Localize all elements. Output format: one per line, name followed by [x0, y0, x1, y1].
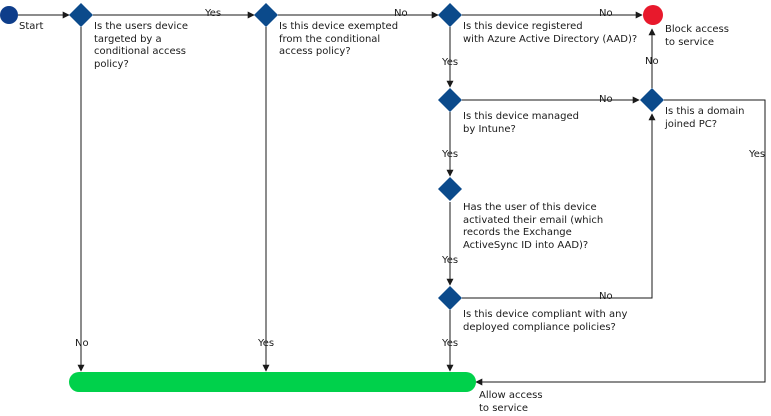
edge-label-q7-no: No: [645, 56, 659, 67]
decision-q7: [640, 88, 664, 112]
edge-label-q1-no: No: [75, 338, 89, 349]
connectors: [18, 11, 766, 386]
decision-q1: [69, 3, 93, 27]
edge-label-q5-yes: Yes: [442, 255, 459, 266]
decision-q5: [438, 177, 462, 201]
q2-label: Is this device exempted from the conditi…: [279, 21, 399, 57]
edge-q6-q7: [462, 113, 656, 299]
edge-label-q4-no: No: [599, 94, 613, 105]
allow-bar: [69, 372, 476, 392]
edge-label-q1-yes: Yes: [205, 8, 222, 19]
start-node: [0, 6, 18, 24]
edge-label-q2-no: No: [394, 8, 408, 19]
start-label: Start: [19, 21, 44, 32]
decision-q3: [438, 3, 462, 27]
allow-label: Allow access to service: [479, 390, 543, 414]
q1-label: Is the users device targeted by a condit…: [94, 21, 188, 70]
edge-q7-allow: [475, 99, 766, 386]
edge-label-q6-yes: Yes: [442, 338, 459, 349]
decision-q6: [438, 286, 462, 310]
q4-label: Is this device managed by Intune?: [463, 111, 579, 135]
edge-label-q6-no: No: [599, 291, 613, 302]
edge-label-q2-yes: Yes: [258, 338, 275, 349]
block-label: Block access to service: [665, 24, 729, 48]
decision-q2: [254, 3, 278, 27]
q6-label: Is this device compliant with any deploy…: [463, 309, 628, 333]
decision-q4: [438, 88, 462, 112]
edge-label-q3-yes: Yes: [442, 57, 459, 68]
edge-label-q3-no: No: [599, 8, 613, 19]
q5-label: Has the user of this device activated th…: [463, 202, 604, 251]
q3-label: Is this device registered with Azure Act…: [463, 21, 638, 45]
block-node: [643, 5, 663, 25]
edge-label-q7-yes: Yes: [749, 149, 766, 160]
q7-label: Is this a domain joined PC?: [665, 106, 745, 130]
edge-label-q4-yes: Yes: [442, 149, 459, 160]
